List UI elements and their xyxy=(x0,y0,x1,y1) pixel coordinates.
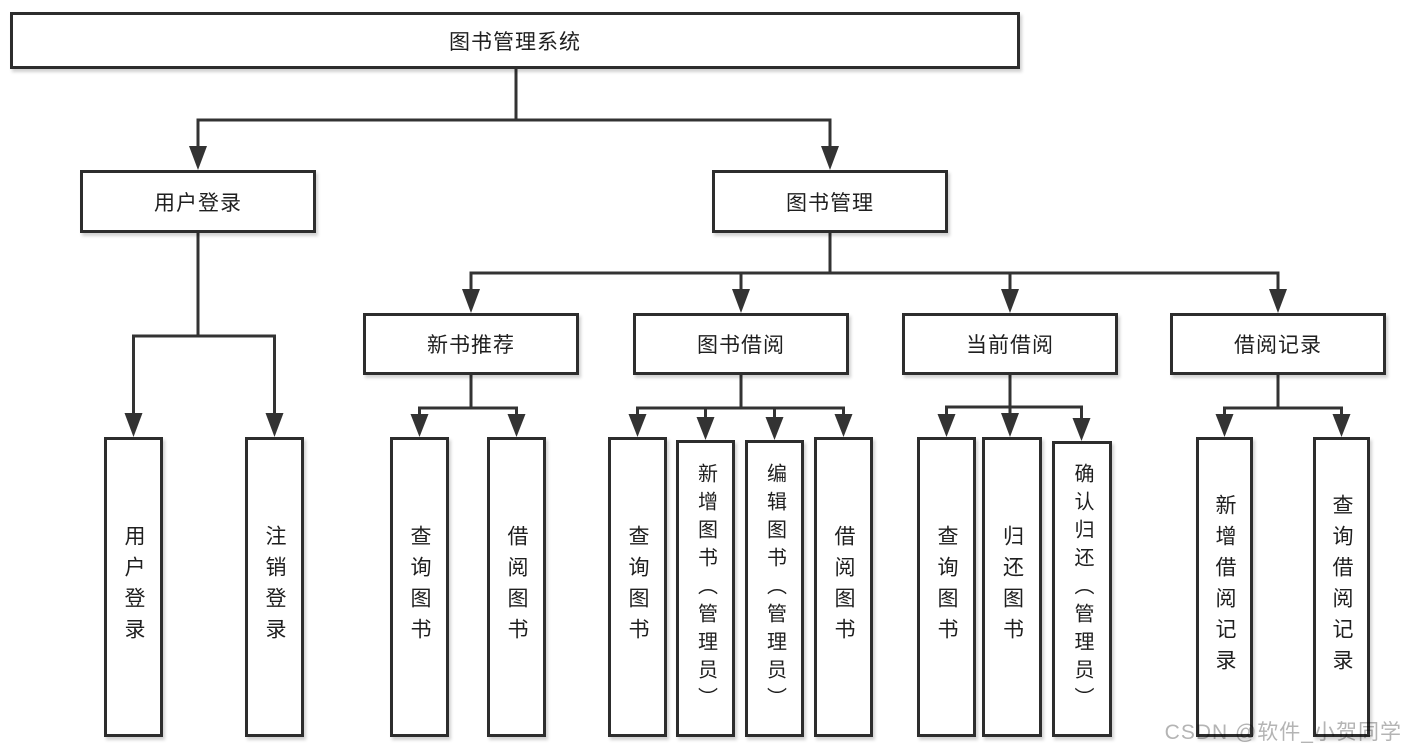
node-user-login: 用户登录 xyxy=(80,170,316,233)
node-label: 用户登录 xyxy=(154,191,242,215)
node-label: 图书管理系统 xyxy=(449,30,581,54)
leaf-query-books-recommend: 查询图书 xyxy=(390,437,449,737)
node-label: 新书推荐 xyxy=(427,334,515,357)
leaf-confirm-return-admin: 确认归还（管理员） xyxy=(1052,441,1112,737)
node-label: 图书管理 xyxy=(786,191,874,215)
node-label: 借阅记录 xyxy=(1234,334,1322,357)
node-label: 注销登录 xyxy=(263,525,286,649)
node-label: 查询借阅记录 xyxy=(1330,494,1353,680)
node-borrow-records: 借阅记录 xyxy=(1170,313,1386,375)
leaf-add-borrow-record: 新增借阅记录 xyxy=(1196,437,1253,737)
node-new-book-recommend: 新书推荐 xyxy=(363,313,579,375)
csdn-watermark: CSDN @软件_小贺同学 xyxy=(1164,721,1402,744)
node-book-management: 图书管理 xyxy=(712,170,948,233)
node-root-library-system: 图书管理系统 xyxy=(10,12,1020,69)
leaf-borrow-books-borrowing: 借阅图书 xyxy=(814,437,873,737)
connector-userlogin-to-children xyxy=(132,231,276,415)
leaf-user-login: 用户登录 xyxy=(104,437,163,737)
connector-root-to-level2 xyxy=(196,67,832,148)
leaf-add-book-admin: 新增图书（管理员） xyxy=(676,440,735,737)
node-label: 新增图书（管理员） xyxy=(694,462,717,715)
node-label: 新增借阅记录 xyxy=(1213,494,1236,680)
leaf-return-book: 归还图书 xyxy=(982,437,1042,737)
node-label: 查询图书 xyxy=(626,525,649,649)
connector-borrowing-to-children xyxy=(636,373,845,419)
leaf-query-books-borrowing: 查询图书 xyxy=(608,437,667,737)
node-current-borrowing: 当前借阅 xyxy=(902,313,1118,375)
connector-records-to-children xyxy=(1223,373,1343,416)
connector-current-to-children xyxy=(945,373,1083,420)
node-label: 当前借阅 xyxy=(966,334,1054,357)
node-label: 图书借阅 xyxy=(697,334,785,357)
leaf-query-books-current: 查询图书 xyxy=(917,437,976,737)
node-label: 确认归还（管理员） xyxy=(1071,463,1093,715)
connector-newbook-to-children xyxy=(418,373,518,416)
connector-bookmgmt-to-level3 xyxy=(469,231,1280,291)
leaf-logout: 注销登录 xyxy=(245,437,304,737)
leaf-borrow-books-recommend: 借阅图书 xyxy=(487,437,546,737)
node-label: 查询图书 xyxy=(408,525,431,649)
node-book-borrowing: 图书借阅 xyxy=(633,313,849,375)
leaf-edit-book-admin: 编辑图书（管理员） xyxy=(745,440,804,737)
node-label: 借阅图书 xyxy=(505,525,528,649)
leaf-query-borrow-record: 查询借阅记录 xyxy=(1313,437,1370,737)
node-label: 查询图书 xyxy=(935,525,958,649)
node-label: 借阅图书 xyxy=(832,525,855,649)
node-label: 编辑图书（管理员） xyxy=(763,462,786,715)
node-label: 用户登录 xyxy=(122,525,145,649)
node-label: 归还图书 xyxy=(1000,525,1024,649)
